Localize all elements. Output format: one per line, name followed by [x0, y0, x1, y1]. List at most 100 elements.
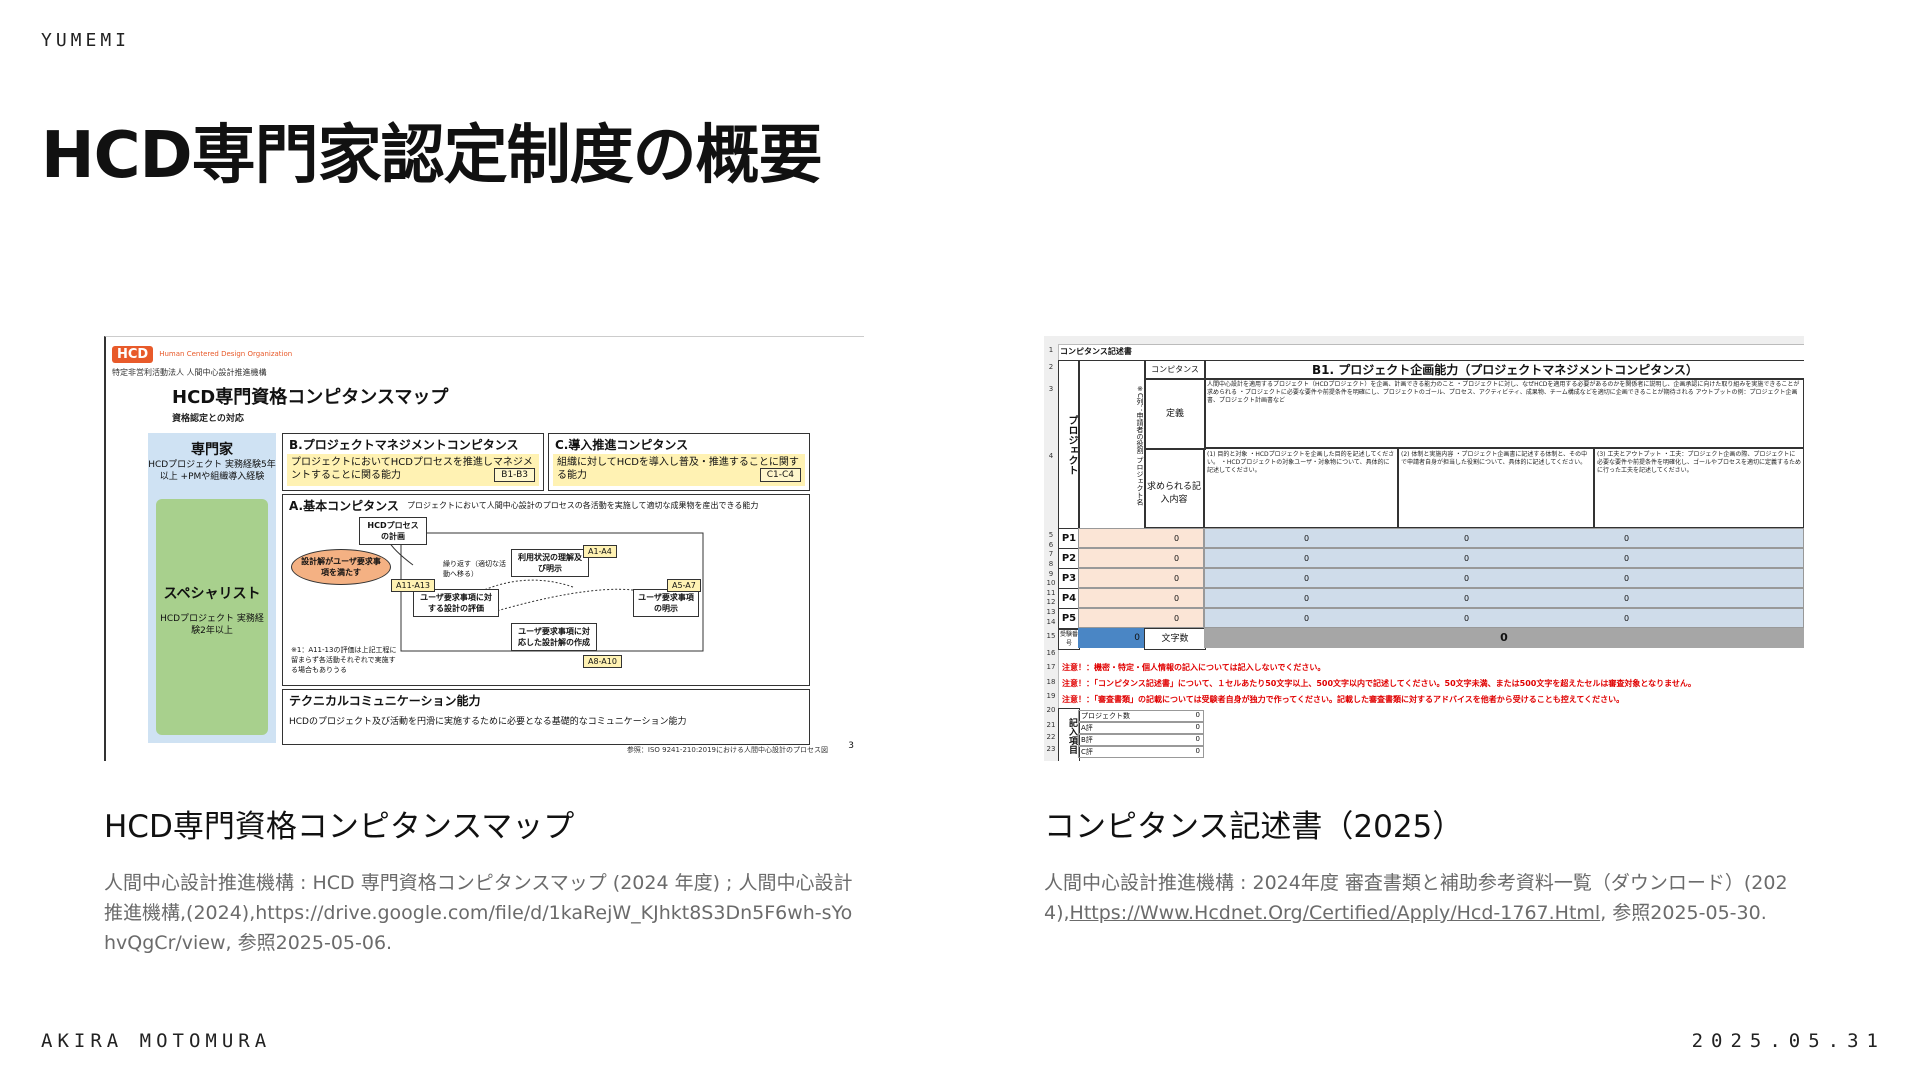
box-c-code: C1-C4	[759, 468, 801, 482]
sheet-definition-label: 定義	[1144, 378, 1206, 450]
sheet-project-row-cells	[1204, 588, 1804, 608]
sheet-project-row-cells	[1204, 608, 1804, 628]
sheet-project-row-input	[1078, 528, 1204, 548]
sheet-warning-3: 注意！：「審査書類」の記載については受験者自身が独力で作ってください。記載した審…	[1062, 695, 1625, 704]
sheet-exam-number-value: 0	[1078, 628, 1144, 648]
box-a-heading: A.基本コンピタンス	[289, 499, 399, 513]
box-c-adoption-competence: C.導入推進コンピタンス 組織に対してHCDを導入し普及・推進することに関する能…	[548, 433, 810, 491]
sheet-row-number: 13	[1046, 608, 1056, 616]
sheet-project-row-label: P2	[1058, 548, 1080, 570]
sheet-char-count-label: 文字数	[1144, 628, 1206, 650]
sheet-row-number: 12	[1046, 598, 1056, 606]
box-b-heading: B.プロジェクトマネジメントコンピタンス	[289, 438, 519, 452]
sheet-entry-row-value: 0	[1195, 711, 1200, 719]
box-b-code: B1-B3	[494, 468, 535, 482]
sheet-title: コンピタンス記述書	[1060, 347, 1132, 356]
sheet-project-row-input	[1078, 608, 1204, 628]
sheet-project-row-label: P4	[1058, 588, 1080, 610]
box-a-note: ※1：A11-13の評価は上記工程に留まらず各活動それぞれで実施する場合もありう…	[291, 646, 397, 674]
card-competency-map: HCD Human Centered Design Organization 特…	[104, 336, 864, 958]
sheet-zero-value: 0	[1174, 614, 1180, 623]
sheet-entry-row-value: 0	[1195, 735, 1200, 743]
box-t-body: HCDのプロジェクト及び活動を円滑に実施するために必要となる基礎的なコミュニケー…	[289, 717, 687, 727]
slide-org: 特定非営利活動法人 人間中心設計推進機構	[112, 368, 267, 377]
sheet-required-col-2: (2) 体制と実施内容 ・プロジェクト企画書に記述する体制と、その中で申請者自身…	[1398, 448, 1594, 528]
sheet-row-number: 17	[1046, 663, 1056, 671]
sheet-row-number: 19	[1046, 692, 1056, 700]
expert-title: 専門家	[191, 442, 233, 458]
sheet-required-col-3: (3) 工夫とアウトプット ・工夫：プロジェクト企画の際、プロジェクトに必要な要…	[1594, 448, 1804, 528]
sheet-row-number: 22	[1046, 733, 1056, 741]
sheet-required-label: 求められる記入内容	[1144, 448, 1204, 528]
flow-loop-label: 繰り返す（適切な活動へ移る）	[443, 560, 506, 578]
sheet-warning-1: 注意！：機密・特定・個人情報の記入については記入しないでください。	[1062, 663, 1326, 672]
sheet-zero-value: 0	[1464, 534, 1470, 543]
sheet-project-row-input	[1078, 548, 1204, 568]
sheet-zero-value: 0	[1174, 594, 1180, 603]
sheet-zero-value: 0	[1174, 534, 1180, 543]
sheet-warning-2: 注意！：「コンピタンス記述書」について、１セルあたり50文字以上、500文字以内…	[1062, 679, 1696, 688]
sheet-row-number: 11	[1046, 589, 1056, 597]
sheet-row-number: 1	[1048, 346, 1054, 354]
sheet-row-number: 23	[1046, 745, 1056, 753]
sheet-column-header	[1044, 336, 1804, 345]
sheet-project-row-cells	[1204, 548, 1804, 568]
tag-a11-a13: A11-A13	[391, 579, 436, 592]
hcd-logo-subtitle: Human Centered Design Organization	[159, 350, 293, 358]
sheet-required-col-1: (1) 目的と対象 ・HCDプロジェクトを企画した目的を記述してください。 ・H…	[1204, 448, 1398, 528]
sheet-entry-row-value: 0	[1195, 747, 1200, 755]
sheet-project-row-cells	[1204, 568, 1804, 588]
sheet-zero-value: 0	[1464, 614, 1470, 623]
box-t-heading: テクニカルコミュニケーション能力	[289, 694, 481, 708]
tag-a5-a7: A5-A7	[667, 579, 701, 592]
sheet-project-row-label: P1	[1058, 528, 1080, 550]
sheet-row-number: 5	[1048, 531, 1054, 539]
expert-note: HCDプロジェクト 実務経験5年以上 +PMや組織導入経験	[148, 460, 276, 482]
date-label: 2025.05.31	[1691, 1030, 1886, 1052]
box-technical-communication: テクニカルコミュニケーション能力 HCDのプロジェクト及び活動を円滑に実施するた…	[282, 689, 810, 745]
slide-reference: 参照：ISO 9241-210:2019における人間中心設計のプロセス図	[626, 746, 828, 754]
sheet-row-number: 2	[1048, 363, 1054, 371]
citation-link[interactable]: Https://Www.Hcdnet.Org/Certified/Apply/H…	[1069, 902, 1601, 924]
sheet-entry-row-label: A評	[1081, 724, 1093, 732]
sheet-row-number: 3	[1048, 385, 1054, 393]
box-a-description: プロジェクトにおいて人間中心設計のプロセスの各活動を実施して適切な成果物を産出で…	[407, 501, 759, 510]
sheet-zero-value: 0	[1304, 554, 1310, 563]
sheet-row-number: 10	[1046, 579, 1056, 587]
sheet-row-number: 9	[1048, 570, 1054, 578]
hcd-logo: HCD	[112, 345, 154, 363]
sheet-zero-value: 0	[1304, 534, 1310, 543]
competency-map-thumbnail[interactable]: HCD Human Centered Design Organization 特…	[104, 336, 864, 761]
box-a-basic-competence: A.基本コンピタンス プロジェクトにおいて人間中心設計のプロセスの各活動を実施し…	[282, 494, 810, 686]
flow-eval: ユーザ要求事項に対する設計の評価	[413, 589, 499, 617]
slide-image: HCD Human Centered Design Organization 特…	[104, 336, 864, 761]
citation-text: 人間中心設計推進機構 : 2024年度 審査書類と補助参考資料一覧（ダウンロード…	[1044, 872, 1788, 924]
sheet-zero-value: 0	[1464, 574, 1470, 583]
sheet-competence-label: コンピタンス	[1144, 360, 1206, 380]
citation-tail: , 参照2025-05-30.	[1600, 902, 1767, 924]
sheet-row-number: 14	[1046, 618, 1056, 626]
sheet-row-number: 20	[1046, 706, 1056, 714]
sheet-entry-row-label: プロジェクト数	[1081, 712, 1130, 720]
flow-req: ユーザ要求事項の明示	[633, 589, 699, 617]
sheet-zero-value: 0	[1464, 554, 1470, 563]
slide-page-number: 3	[848, 741, 854, 751]
sheet-row-number: 4	[1048, 452, 1054, 460]
sheet-row-number: 18	[1046, 678, 1056, 686]
sheet-row-number: 7	[1048, 550, 1054, 558]
flow-usage: 利用状況の理解及び明示	[511, 549, 589, 577]
sheet-row-number: 15	[1046, 632, 1056, 640]
tag-a1-a4: A1-A4	[583, 545, 617, 558]
card-citation-competency-map: 人間中心設計推進機構 : HCD 専門資格コンピタンスマップ (2024 年度)…	[104, 872, 853, 954]
flow-plan: HCDプロセスの計画	[359, 517, 427, 545]
card-citation-competence-description: 人間中心設計推進機構 : 2024年度 審査書類と補助参考資料一覧（ダウンロード…	[1044, 868, 1804, 928]
box-c-heading: C.導入推進コンピタンス	[555, 438, 689, 452]
sheet-entry-row-label: B評	[1081, 736, 1093, 744]
sheet-row-number: 16	[1046, 649, 1056, 657]
sheet-zero-value: 0	[1624, 554, 1630, 563]
